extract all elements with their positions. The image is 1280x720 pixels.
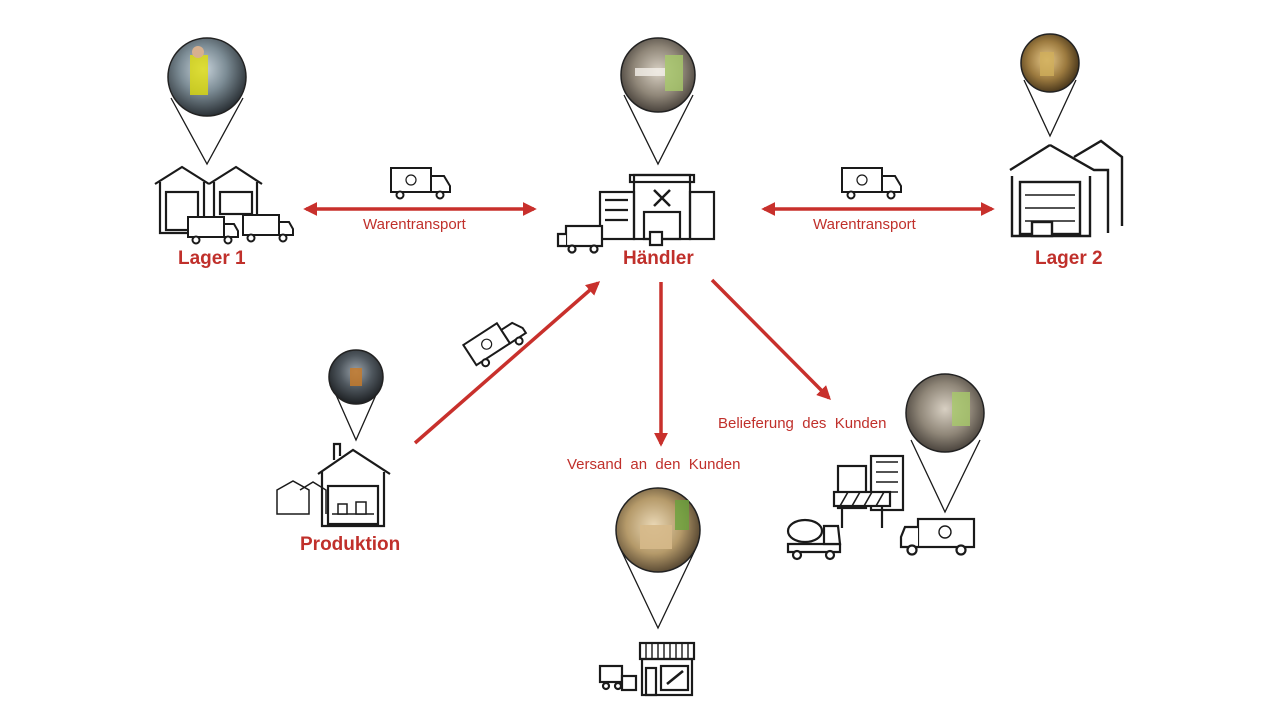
map-pin-versand	[615, 487, 701, 630]
label-produktion: Produktion	[300, 534, 401, 555]
label-haendler: Händler	[623, 248, 694, 269]
delivery-truck-icon-produktion	[461, 321, 528, 368]
delivery-truck-icon	[187, 214, 294, 245]
worker-vest-icon	[190, 55, 208, 95]
label-lager1: Lager 1	[178, 248, 246, 269]
delivery-truck-icon-transport-left	[390, 167, 451, 200]
delivery-truck-icon-kunde	[899, 517, 976, 556]
warehouse-icon-lager1	[154, 165, 263, 235]
construction-site-icon	[832, 454, 905, 528]
map-pin-lager2	[1020, 33, 1080, 138]
concrete-mixer-icon	[786, 518, 842, 561]
label-versand: Versand an den Kunden	[567, 456, 741, 473]
label-warentransport-left: Warentransport	[363, 216, 466, 233]
arrow-haendler-kunde	[710, 278, 831, 400]
shop-icon	[598, 641, 696, 697]
arrows	[303, 202, 995, 447]
map-pin-lager1	[167, 37, 247, 166]
delivery-truck-icon-transport-right	[841, 167, 902, 200]
label-lager2: Lager 2	[1035, 248, 1103, 269]
map-pin-produktion	[328, 349, 384, 442]
warehouse-icon-haendler	[556, 173, 716, 254]
map-pin-kunde	[905, 373, 985, 514]
arrow-produktion-haendler	[413, 281, 601, 445]
label-belieferung: Belieferung des Kunden	[718, 415, 887, 432]
factory-icon-produktion	[276, 442, 391, 528]
label-warentransport-right: Warentransport	[813, 216, 916, 233]
map-pin-haendler	[620, 37, 696, 166]
warehouse-icon-lager2	[1009, 139, 1124, 238]
